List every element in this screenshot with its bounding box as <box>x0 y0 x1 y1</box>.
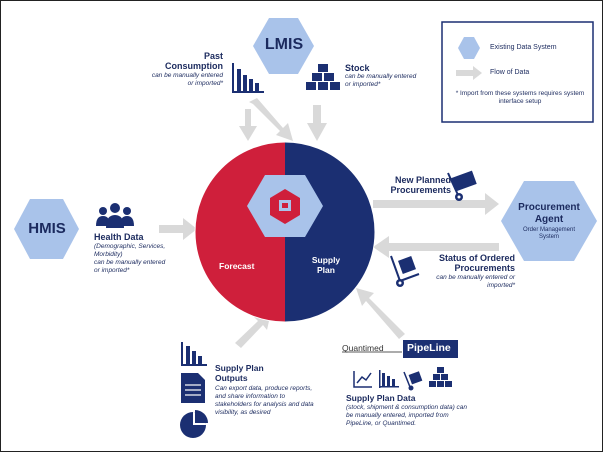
past-consumption-title: Past Consumption <box>165 51 223 71</box>
line-chart-icon <box>353 371 372 388</box>
status-ordered-title: Status of Ordered Procurements <box>438 253 515 273</box>
hmis-label: HMIS <box>28 220 66 237</box>
truck-icon <box>447 170 477 201</box>
arrow-new-procurements <box>373 193 499 215</box>
flow-arrows <box>159 98 499 348</box>
supply-plan-data-desc: (stock, shipment & consumption data) can… <box>346 404 468 427</box>
status-ordered-desc: can be manually entered or imported* <box>436 274 515 289</box>
arrow-outputs <box>235 312 271 348</box>
outputs-title: Supply Plan Outputs <box>215 363 264 383</box>
truck-small-icon <box>403 371 423 391</box>
forecast-label: Forecast <box>219 261 255 271</box>
pipeline-logo-box <box>403 340 458 358</box>
supply-plan-label: Supply Plan <box>311 255 341 275</box>
legend-arrow-icon <box>456 66 482 80</box>
quantimed-logo: Quantimed <box>342 343 384 353</box>
legend-note: * Import from these systems requires sys… <box>455 90 585 105</box>
past-consumption-desc: can be manually entered or imported* <box>151 72 223 87</box>
arrow-status-procurements <box>373 236 499 258</box>
supply-plan-data-title: Supply Plan Data <box>346 393 416 403</box>
stock-desc: can be manually entered or imported* <box>345 73 417 88</box>
outputs-desc: Can export data, produce reports, and sh… <box>215 385 314 416</box>
order-management-label: Order Management System <box>522 227 576 240</box>
procurement-hexagon <box>501 181 597 261</box>
people-icon <box>96 203 134 228</box>
pipeline-logo: PipeLine <box>407 342 451 354</box>
health-data-desc-italic: (Demographic, Services, Morbidity) <box>94 243 166 258</box>
legend-existing-label: Existing Data System <box>490 44 557 51</box>
health-data-title: Health Data <box>94 232 144 242</box>
lmis-label: LMIS <box>264 36 304 53</box>
bar-chart-icon <box>232 63 264 93</box>
arrow-stock <box>307 105 327 141</box>
arrow-supply-plan-data <box>356 288 405 339</box>
new-planned-title: New Planned Procurements <box>390 175 451 195</box>
procurement-agent-label: Procurement Agent <box>518 202 580 225</box>
stock-title: Stock <box>345 63 370 73</box>
stacked-bars-icon <box>306 64 340 90</box>
hand-truck-icon <box>390 255 420 287</box>
health-data-desc: can be manually entered or imported* <box>94 259 166 274</box>
hmis-hexagon <box>14 199 79 259</box>
bar-chart-small-icon <box>379 370 399 388</box>
output-bar-chart-icon <box>181 342 207 366</box>
legend-hexagon-icon <box>458 37 480 59</box>
legend-flow-label: Flow of Data <box>490 69 530 76</box>
arrow-past-consumption <box>249 98 293 141</box>
arrow-lmis-to-consumption <box>239 109 257 141</box>
pie-chart-icon <box>180 410 208 438</box>
quantb-logo-icon <box>270 189 300 224</box>
stacked-bars-small-icon <box>429 367 452 387</box>
document-icon <box>181 373 205 403</box>
lmis-hexagon <box>253 18 314 74</box>
arrow-health-data <box>159 218 197 240</box>
